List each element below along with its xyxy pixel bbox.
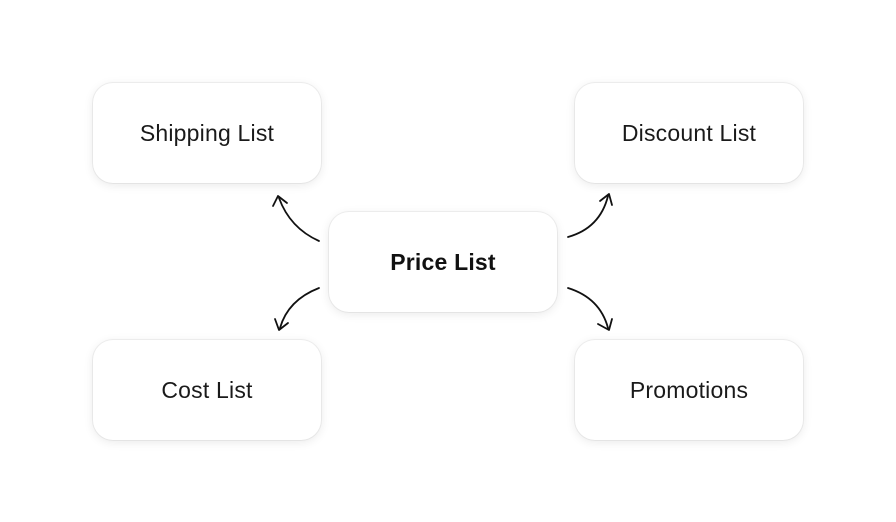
node-cost-list: Cost List [93, 340, 321, 440]
node-label: Promotions [629, 376, 749, 403]
arrow-to-shipping-list [272, 195, 320, 242]
arrow-to-discount-list [567, 193, 613, 238]
node-shipping-list: Shipping List [93, 83, 321, 183]
node-discount-list: Discount List [575, 83, 803, 183]
arrow-to-promotions [567, 287, 613, 331]
arrow-to-cost-list [274, 287, 320, 331]
node-promotions: Promotions [575, 340, 803, 440]
node-label: Discount List [621, 119, 757, 146]
center-node-label: Price List [390, 248, 496, 275]
node-label: Shipping List [139, 119, 275, 146]
node-label: Cost List [161, 376, 253, 403]
node-price-list: Price List [329, 212, 557, 312]
